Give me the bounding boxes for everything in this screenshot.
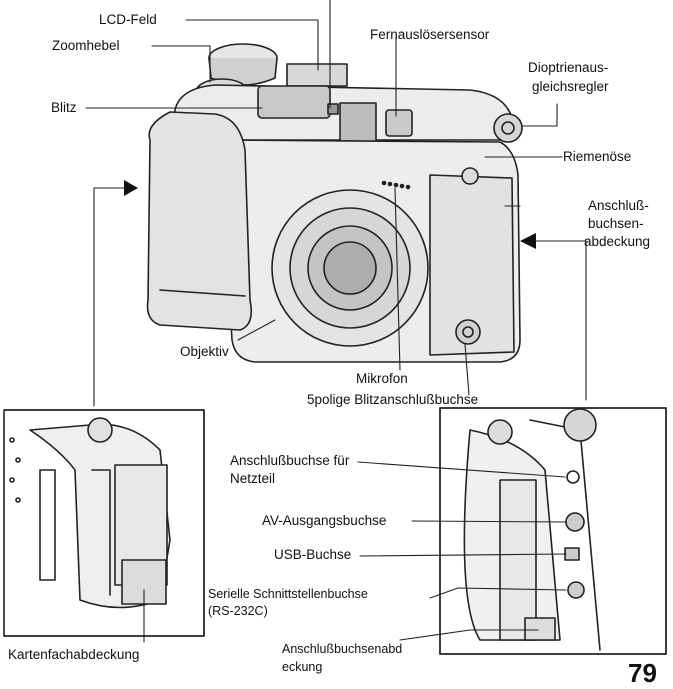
label-objektiv: Objektiv [180,344,229,359]
leader-lines [85,0,587,643]
label-lcd-feld: LCD-Feld [99,12,157,27]
label-av-ausgangsbuchse: AV-Ausgangsbuchse [262,513,387,528]
label-blitzanschlussbuchse: 5polige Blitzanschlußbuchse [307,392,479,407]
camera-front-view [146,43,523,363]
label-dioptrie-line2: gleichsregler [532,79,609,94]
label-kartenfachabdeckung: Kartenfachabdeckung [8,647,140,662]
label-anschluss-abdeckung-line1: Anschluß- [588,198,649,213]
label-fernausloesersensor: Fernauslösersensor [370,27,490,42]
label-abdeckung-unten-line2: eckung [282,660,323,674]
connector-inset [439,407,667,655]
arrow-right-icon [124,180,138,196]
label-seriell-line1: Serielle Schnittstellenbuchse [208,587,368,601]
label-seriell-line2: (RS-232C) [208,604,268,618]
label-netzteil-line2: Netzteil [230,471,276,486]
label-dioptrie-line1: Dioptrienaus- [528,60,609,75]
label-abdeckung-unten-line1: Anschlußbuchsenabd [282,642,403,656]
label-riemenoese: Riemenöse [563,149,632,164]
arrow-left-icon [520,233,536,249]
label-zoomhebel: Zoomhebel [52,38,120,53]
label-mikrofon: Mikrofon [356,371,408,386]
label-blitz: Blitz [51,100,77,115]
label-anschluss-abdeckung-line2: buchsen- [588,216,644,231]
label-anschluss-abdeckung-line3: abdeckung [584,234,651,249]
label-usb-buchse: USB-Buchse [274,547,352,562]
page-number: 79 [628,658,657,688]
card-cover-inset [3,409,205,637]
label-netzteil-line1: Anschlußbuchse für [230,453,350,468]
